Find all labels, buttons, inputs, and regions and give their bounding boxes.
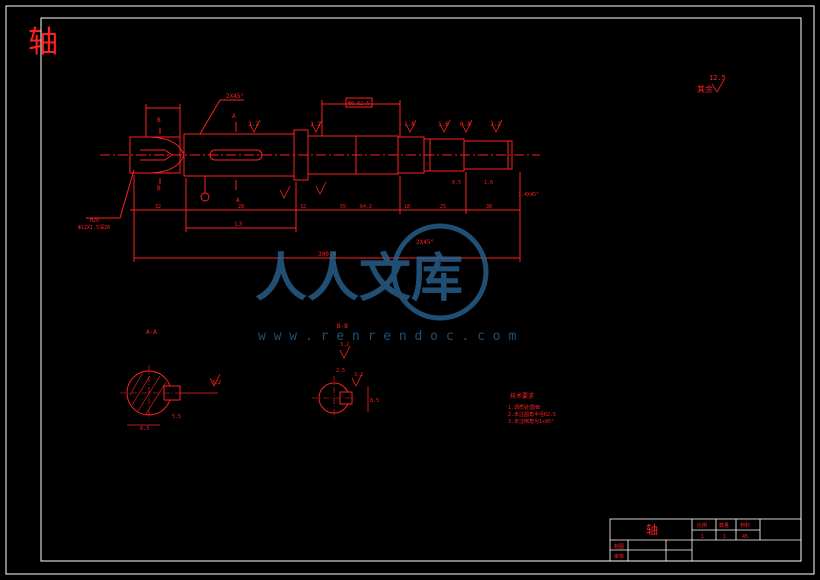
seg-len-3: 32	[300, 204, 306, 210]
section-a-hatch	[129, 373, 167, 415]
thread-note-2: Φ12X1.5深20	[78, 224, 110, 231]
small-dim-1: 2X45°	[416, 239, 434, 246]
seg-len-1: 32	[155, 204, 161, 210]
thread-leader	[86, 169, 135, 219]
thread-note-1: M20	[90, 218, 99, 224]
datum-circle	[200, 192, 210, 202]
watermark: 人人文库 w w w . r e n r e n d o c . c o m	[255, 223, 516, 344]
section-a-title: A-A	[146, 329, 157, 336]
seg-len-8: 38	[486, 204, 492, 210]
roughness-other-value: 12.5	[709, 74, 726, 82]
section-a-letter-top: A	[232, 113, 236, 120]
section-b-dim-4: 8.5	[370, 398, 379, 404]
section-a-roughness	[180, 373, 221, 394]
tech-requirements: 技术要求 1.调质处理HB 2.未注圆角半径R2.5 3.未注倒角为1x45°	[508, 392, 556, 425]
key-length: L3	[235, 221, 243, 228]
watermark-ring	[391, 223, 489, 321]
watermark-url: w w w . r e n r e n d o c . c o m	[258, 329, 516, 344]
tb-row-1: 制图	[614, 543, 624, 550]
tech-req-title: 技术要求	[510, 392, 534, 400]
ra-1: 3.2	[248, 121, 259, 128]
section-b-roughness-top	[339, 345, 351, 359]
title-block	[609, 518, 802, 562]
section-b-dim-2: 2.5	[336, 368, 345, 374]
ra-6: 3.2	[490, 121, 501, 128]
tech-req-line-1: 1.调质处理HB	[508, 404, 540, 411]
chamfer-leader	[199, 99, 244, 135]
tb-header-3: 材料	[740, 522, 750, 529]
section-b-view: B-B 3.2 2.5 3.2 8.5	[312, 323, 379, 420]
tech-req-line-2: 2.未注圆角半径R2.5	[508, 411, 556, 418]
section-b-dim-1: 3.2	[340, 342, 349, 348]
shaft-seg-right-end	[463, 140, 513, 170]
chamfer-note: 2X45°	[226, 93, 244, 100]
keyway	[209, 149, 263, 161]
section-a-dim-2: 3.2	[212, 380, 221, 386]
section-b-dim-3: 3.2	[354, 372, 363, 378]
tech-req-line-3: 3.未注倒角为1x45°	[508, 418, 554, 425]
roughness-other-label: 其余	[697, 84, 713, 94]
small-dim-2: 1.4X45°	[518, 192, 539, 198]
overall-length: 300.4	[318, 251, 336, 258]
tb-value-2: 1	[723, 534, 726, 540]
section-a-dim-1: 6.3	[140, 426, 149, 432]
seg-len-2: 28	[238, 204, 244, 210]
seg-len-5: 64.2	[360, 204, 372, 210]
section-b-roughness-side	[351, 373, 363, 387]
ra-5: 0.8	[460, 121, 471, 128]
section-b-letter-top: B	[157, 117, 161, 124]
tb-row-2: 审核	[614, 553, 624, 560]
seg-len-4: 55	[340, 204, 346, 210]
section-a-letter-bottom: A	[236, 197, 240, 204]
roughness-symbols	[249, 119, 503, 199]
roughness-other: 其余 12.5	[697, 74, 726, 94]
section-a-dim-3: 5.5	[172, 414, 181, 420]
seg-len-6: 18	[404, 204, 410, 210]
tb-header-1: 比例	[697, 522, 707, 529]
tb-value-1: 1	[701, 534, 704, 540]
section-a-view: A-A 6.3 3.2 5.5	[120, 329, 221, 432]
tolerance-text: Φ0.02 A	[348, 101, 369, 107]
tb-header-2: 数量	[719, 522, 729, 529]
roughness-symbol	[711, 79, 725, 93]
watermark-brand: 人人文库	[255, 249, 463, 309]
ra-2: 3.2	[310, 121, 321, 128]
title-block-part-name: 轴	[646, 522, 658, 537]
tolerance-frame	[345, 97, 373, 108]
shaft-main-view	[86, 97, 540, 262]
outer-border	[5, 5, 815, 575]
small-dim-4: 1.6	[484, 180, 493, 186]
tb-value-3: 45	[742, 534, 748, 540]
ra-3: 1.6	[404, 121, 415, 128]
ra-4: 1.6	[438, 121, 449, 128]
corner-title: 轴	[28, 25, 58, 60]
small-dim-3: 0.5	[452, 180, 461, 186]
seg-len-7: 25	[440, 204, 446, 210]
thread-hole-tip	[164, 149, 173, 161]
inner-border	[40, 17, 802, 562]
section-b-title: B-B	[337, 323, 348, 330]
section-b-letter-bottom: B	[157, 185, 161, 192]
